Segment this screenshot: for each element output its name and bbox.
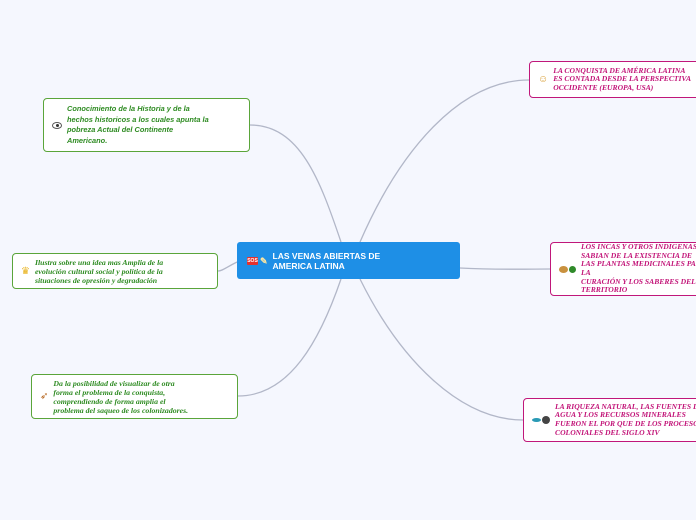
left-topic-3-text: Da la posibilidad de visualizar de otra … — [53, 378, 189, 415]
paintbrush-icon: ✎ — [260, 255, 268, 266]
left-topic-2[interactable]: ♛ Ilustra sobre una idea mas Amplia de l… — [12, 253, 218, 289]
connector-left-3 — [237, 278, 342, 397]
potato-broccoli-icon — [559, 265, 576, 273]
central-icons: SOS ✎ — [247, 256, 268, 266]
left-topic-3[interactable]: ➶ Da la posibilidad de visualizar de otr… — [31, 374, 238, 419]
bow-arrow-icon: ➶ — [40, 391, 49, 402]
connector-left-1 — [249, 124, 342, 243]
right-topic-2-text: LOS INCAS Y OTROS INDIGENAS SABIAN DE LA… — [581, 242, 696, 295]
left-topic-2-text: Ilustra sobre una idea mas Amplia de la … — [34, 257, 164, 285]
left-topic-1-text: Conocimiento de la Historia y de la hech… — [67, 104, 209, 145]
right-topic-3[interactable]: LA RIQUEZA NATURAL, LAS FUENTES DE AGUA … — [523, 398, 696, 442]
connector-right-2 — [459, 267, 551, 270]
right-topic-1[interactable]: ☺ LA CONQUISTA DE AMÉRICA LATINA ES CONT… — [529, 61, 696, 98]
right-topic-3-text: LA RIQUEZA NATURAL, LAS FUENTES DE AGUA … — [555, 401, 696, 437]
central-topic-title: LAS VENAS ABIERTAS DE AMERICA LATINA — [272, 250, 381, 271]
face-icon: ☺ — [538, 74, 549, 85]
sos-icon: SOS — [247, 256, 258, 265]
connector-right-3 — [359, 278, 524, 421]
connector-right-1 — [359, 79, 530, 243]
central-topic[interactable]: SOS ✎ LAS VENAS ABIERTAS DE AMERICA LATI… — [237, 242, 460, 279]
fish-person-icon — [532, 416, 550, 424]
connector-left-2 — [217, 261, 238, 272]
right-topic-1-text: LA CONQUISTA DE AMÉRICA LATINA ES CONTAD… — [553, 65, 692, 92]
left-topic-1[interactable]: Conocimiento de la Historia y de la hech… — [43, 98, 250, 152]
crown-icon: ♛ — [21, 265, 30, 277]
right-topic-2[interactable]: LOS INCAS Y OTROS INDIGENAS SABIAN DE LA… — [550, 242, 696, 296]
eye-icon — [52, 121, 62, 129]
